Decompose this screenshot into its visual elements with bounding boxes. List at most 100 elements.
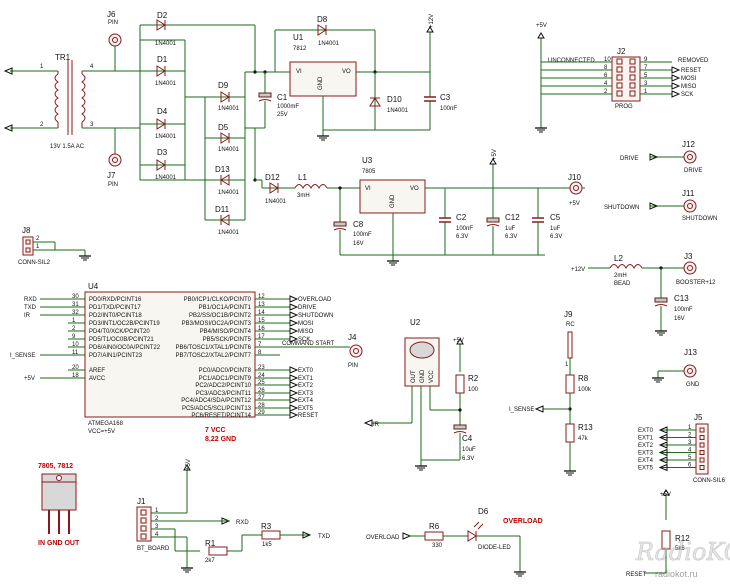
j2-pin-num: 8 — [604, 65, 608, 71]
inductor-l1: L1 3mH — [294, 173, 328, 199]
u1-vo: VO — [342, 69, 351, 75]
u4-pin-num: 14 — [258, 310, 265, 316]
resistor-r13: R13 47k — [565, 423, 593, 443]
u4-pin-name: PD1/TXD/PCINT17 — [89, 305, 141, 311]
capacitor-c5: C5 1uF 6.3V — [532, 188, 562, 255]
u4-pin-num: 25 — [258, 380, 265, 386]
svg-text:3: 3 — [90, 122, 94, 128]
u4-pin-name: PB5/SCK/PCINT5 — [203, 337, 252, 343]
d12-value: 1N4001 — [265, 199, 287, 205]
diode-d2: D2 1N4001 — [139, 11, 185, 47]
u4-net-label: EXT3 — [298, 391, 314, 397]
inductor-l2: +12V L2 2mH BEAD — [571, 254, 643, 287]
tr1-value: 13V 1.5A AC — [50, 144, 85, 150]
j12-value: DRIVE — [684, 168, 702, 174]
r8-isense-label: I_SENSE — [509, 407, 534, 413]
c8-ref: C8 — [353, 220, 364, 229]
d3-ref: D3 — [157, 148, 168, 157]
resistor-r12: R12 5k6 — [661, 530, 690, 552]
c4-value: 10uF — [462, 447, 476, 453]
u4-net-label: +5V — [24, 376, 35, 382]
u4-pin-num: 31 — [72, 302, 79, 308]
j12-ref: J12 — [682, 140, 695, 149]
u4-net-label: RXD — [24, 297, 37, 303]
d2-value: 1N4001 — [155, 41, 177, 47]
c12-ref: C12 — [505, 213, 520, 222]
u4-pin-name: PD7/AIN1/PCINT23 — [89, 353, 143, 359]
j2-pin-num: 2 — [604, 89, 608, 95]
u2-out: OUT — [411, 370, 417, 383]
j2-pin-num: 4 — [604, 81, 608, 87]
u3-vi: VI — [365, 186, 371, 192]
u4-pin-name: PB6/TOSC1/XTAL1/PCINT6 — [176, 345, 252, 351]
d4-value: 1N4001 — [155, 134, 177, 140]
package-pins: IN GND OUT — [38, 540, 80, 547]
d5-ref: D5 — [218, 123, 229, 132]
j8-value: CONN-SIL2 — [18, 260, 51, 266]
c2-ref: C2 — [456, 213, 467, 222]
l2-value: 2mH — [614, 273, 627, 279]
r8-value: 100k — [578, 387, 592, 393]
pin-j12: J12 DRIVE DRIVE — [620, 140, 702, 174]
u4-pin-num: 26 — [258, 388, 265, 394]
diode-d9: D9 1N4001 — [205, 81, 245, 112]
j8-ref: J8 — [22, 226, 31, 235]
transformer-tr1: TR1 13V 1.5A AC 12 43 — [40, 53, 94, 150]
j2-pin-num: 3 — [644, 81, 648, 87]
u4-pin-num: 32 — [72, 310, 79, 316]
j11-ref: J11 — [682, 189, 695, 198]
u4-net-label: EXT2 — [298, 383, 314, 389]
resistor-r8: R8 100k — [565, 374, 592, 394]
capacitor-c4: C4 10uF 6.3V — [453, 424, 476, 462]
j7-ref: J7 — [107, 171, 116, 180]
j5-net-label: EXT4 — [638, 458, 654, 464]
c3-ref: C3 — [440, 93, 451, 102]
svg-text:2: 2 — [36, 236, 40, 242]
j11-net-label: SHUTDOWN — [604, 205, 639, 211]
d10-ref: D10 — [387, 95, 402, 104]
j5-net-label: EXT2 — [638, 443, 654, 449]
j10-ref: J10 — [568, 173, 581, 182]
u4-pin-name: PD3/INT1/OC2B/PCINT19 — [89, 321, 160, 327]
diode-d12: D12 1N4001 — [261, 173, 295, 205]
u4-value: ATMEGA168 — [88, 421, 124, 427]
svg-text:3: 3 — [155, 524, 159, 530]
c13-voltage: 16V — [674, 316, 685, 322]
label-plus5v-r12: +5V — [660, 492, 671, 498]
r3-value: 1k5 — [262, 542, 272, 548]
pin-j13: J13 GND — [651, 348, 700, 388]
diode-d5: D5 1N4001 — [205, 123, 245, 153]
j5-ref: J5 — [694, 413, 703, 422]
c2-voltage: 6.3V — [456, 234, 468, 240]
u4-pin-num: 10 — [72, 342, 79, 348]
u4-pin-num: 23 — [258, 365, 265, 371]
j2-pin-num: 5 — [644, 73, 648, 79]
capacitor-c8: C8 100mF 16V — [333, 220, 372, 255]
r2-value: 100 — [468, 387, 479, 393]
capacitor-c1: C1 1000mF 25V — [258, 72, 299, 128]
pin-j10: J10 +5V — [568, 173, 583, 207]
u4-net-label: EXT1 — [298, 376, 314, 382]
u4-pin-name: PC4/ADC4/SDA/PCINT12 — [181, 398, 251, 404]
capacitor-c3: C3 100nF — [424, 72, 457, 130]
label-plus5v-u2: +5V — [453, 338, 464, 344]
d3-value: 1N4001 — [155, 175, 177, 181]
u3-ref: U3 — [362, 156, 373, 165]
d5-value: 1N4001 — [218, 147, 240, 153]
u3-gnd: GND — [390, 194, 396, 208]
diode-d11: D11 1N4001 — [205, 205, 245, 236]
c12-voltage: 6.3V — [505, 234, 517, 240]
r13-value: 47k — [578, 436, 589, 442]
u4-pin-name: PB4/MISO/PCINT4 — [200, 329, 252, 335]
u4-pin-num: 24 — [258, 373, 265, 379]
u4-pin-name: PC2/ADC2/PCINT10 — [195, 383, 251, 389]
j4-value: PIN — [348, 363, 358, 369]
c2-value: 100nF — [456, 226, 473, 232]
l2-extra: BEAD — [614, 281, 631, 287]
resistor-r1: R1 2k7 — [205, 539, 228, 564]
r12-ref: R12 — [675, 534, 690, 543]
